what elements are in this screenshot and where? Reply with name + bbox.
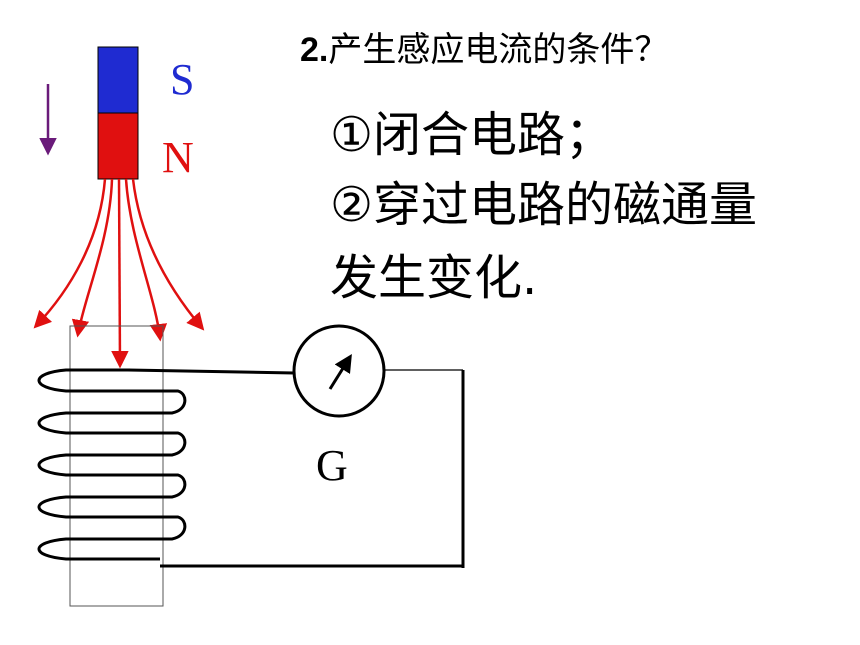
coil-turn <box>37 368 187 561</box>
field-line <box>33 178 107 329</box>
magnet-south-pole <box>97 46 139 114</box>
galvanometer-needle <box>328 353 352 390</box>
condition-flux-change-cont: 发生变化. <box>330 250 538 306</box>
galvanometer-label: G <box>316 441 348 490</box>
field-line <box>111 178 129 369</box>
wire-coil-to-meter <box>127 368 295 375</box>
north-pole-label: N <box>162 133 194 182</box>
field-line <box>124 178 168 342</box>
magnet-north-pole <box>97 112 139 180</box>
south-pole-label: S <box>170 55 195 104</box>
heading-number: 2. <box>300 31 329 69</box>
field-line <box>71 178 114 338</box>
coil-windings <box>37 368 187 561</box>
coil-core <box>69 325 164 607</box>
question-heading: 2.产生感应电流的条件？ <box>300 22 668 71</box>
heading-text: 产生感应电流的条件？ <box>328 30 669 70</box>
field-line <box>131 178 205 331</box>
field-lines <box>33 178 205 369</box>
condition-closed-circuit: ①闭合电路； <box>330 107 614 163</box>
galvanometer <box>292 324 386 418</box>
condition-flux-change: ②穿过电路的磁通量 <box>330 177 758 233</box>
